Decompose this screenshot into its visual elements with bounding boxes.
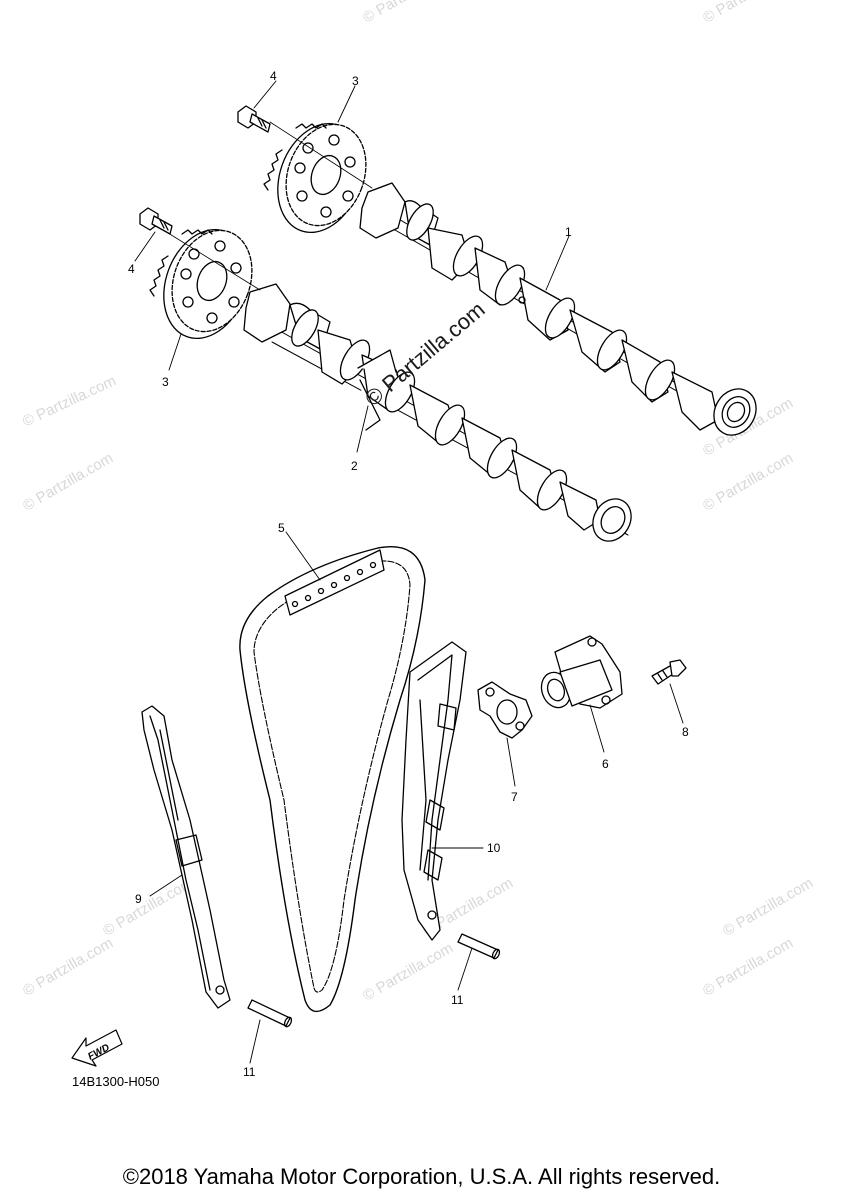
chain-guide-exhaust [141, 705, 231, 1009]
camshaft-sprocket-upper [263, 121, 373, 234]
reference-code: 14B1300-H050 [72, 1074, 160, 1089]
bolt-lower [139, 207, 173, 235]
leader-lines [134, 80, 684, 1064]
callout-label: 11 [451, 993, 464, 1007]
callout-label: 9 [135, 892, 142, 906]
callout-label: 8 [682, 725, 689, 739]
timing-chain [239, 546, 426, 1013]
callout-label: 4 [270, 69, 277, 83]
bolt-upper [237, 105, 271, 133]
callout-label: 10 [487, 841, 501, 855]
camshaft-upper [359, 182, 757, 436]
callout-label: 6 [602, 757, 609, 771]
copyright-notice: ©2018 Yamaha Motor Corporation, U.S.A. A… [122, 1164, 721, 1189]
tensioner-bolt [651, 659, 687, 685]
fwd-arrow-icon [71, 1029, 123, 1067]
tensioner-gasket [477, 681, 533, 739]
callout-label: 4 [128, 262, 135, 276]
chain-tensioner [540, 635, 623, 709]
callout-label: 7 [511, 790, 518, 804]
camshaft-lower [243, 283, 632, 542]
callout-label: 3 [162, 375, 169, 389]
callout-label: 5 [278, 521, 285, 535]
dowel-pin-right [457, 933, 501, 960]
chain-guide-intake [401, 641, 467, 941]
callout-label: 3 [352, 74, 359, 88]
callout-label: 1 [565, 225, 572, 239]
callout-label: 2 [351, 459, 358, 473]
dowel-pin-left [247, 999, 293, 1028]
callout-label: 11 [243, 1065, 256, 1079]
camshaft-sprocket-lower [149, 227, 261, 340]
